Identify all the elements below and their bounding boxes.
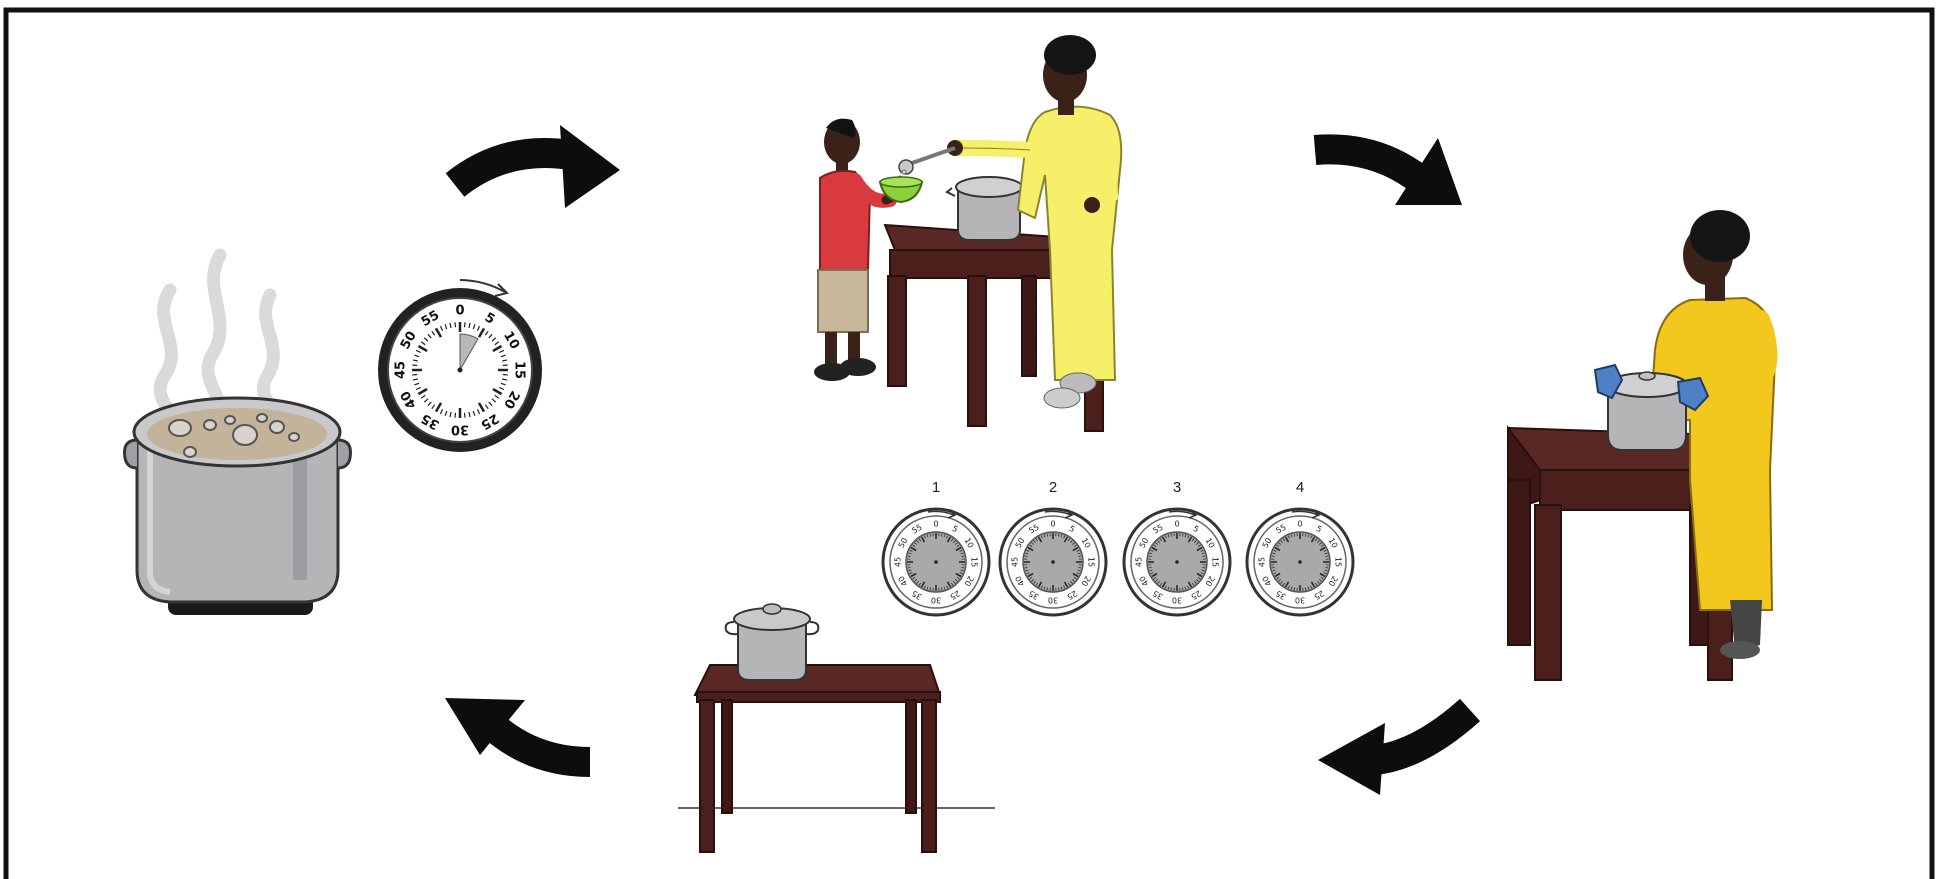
timer-tick [412, 365, 417, 366]
covered-pot-icon [726, 604, 819, 680]
timer-number: 0 [933, 520, 938, 529]
timer-number: 30 [931, 596, 941, 605]
timer-number: 15 [1334, 557, 1343, 567]
timer-number: 30 [1048, 596, 1058, 605]
timer-tick [455, 413, 456, 418]
timer-number: 0 [1297, 520, 1302, 529]
timer-number: 15 [970, 557, 979, 567]
timer-number: 30 [451, 422, 469, 437]
timer-tick [503, 374, 508, 375]
small-timer-label: 3 [1173, 479, 1181, 496]
timer-tick [503, 365, 508, 366]
small-timer-label: 1 [932, 479, 940, 496]
timer-number: 15 [1211, 557, 1220, 567]
timer-number: 30 [1172, 596, 1182, 605]
timer-number: 45 [1011, 557, 1020, 567]
timer-number: 0 [1174, 520, 1179, 529]
timer-number: 0 [455, 304, 464, 319]
timer-number: 15 [512, 361, 527, 379]
timer-number: 0 [1050, 520, 1055, 529]
timer-tick [464, 413, 465, 418]
timer-tick [455, 322, 456, 327]
timer-number: 45 [1258, 557, 1267, 567]
small-timer-label: 2 [1049, 479, 1057, 496]
small-timer-label: 4 [1296, 479, 1304, 496]
timer-tick [464, 322, 465, 327]
timer-number: 15 [1087, 557, 1096, 567]
timer-number: 30 [1295, 596, 1305, 605]
timer-tick [412, 374, 417, 375]
timer-number: 45 [394, 361, 409, 379]
timer-number: 45 [894, 557, 903, 567]
timer-number: 45 [1135, 557, 1144, 567]
